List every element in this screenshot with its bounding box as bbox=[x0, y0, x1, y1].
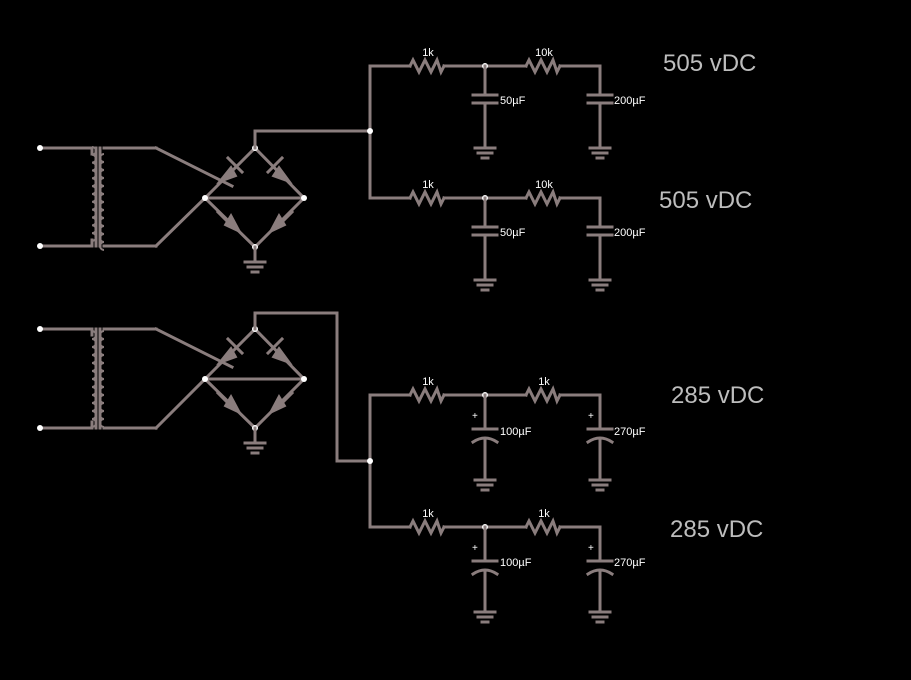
output-voltage-2: 505 vDC bbox=[659, 187, 752, 214]
capacitor-label-c7: 100µF bbox=[500, 557, 532, 569]
dc-bus-2 bbox=[253, 311, 373, 529]
capacitor-label-c5: 100µF bbox=[500, 426, 532, 438]
resistor-label-r3: 1k bbox=[422, 179, 434, 191]
output-voltage-4: 285 vDC bbox=[670, 516, 763, 543]
dc-bus-1 bbox=[253, 64, 373, 200]
bridge-rectifier-2 bbox=[153, 326, 307, 455]
capacitor-label-c1: 50µF bbox=[500, 95, 526, 107]
filter-branch-3 bbox=[368, 387, 614, 492]
resistor-label-r5: 1k bbox=[422, 376, 434, 388]
filter-branch-1 bbox=[368, 58, 614, 160]
capacitor-label-c4: 200µF bbox=[614, 227, 646, 239]
output-voltage-1: 505 vDC bbox=[663, 50, 756, 77]
capacitor-label-c3: 50µF bbox=[500, 227, 526, 239]
resistor-label-r1: 1k bbox=[422, 47, 434, 59]
transformer-1 bbox=[37, 145, 158, 251]
capacitor-label-c8: 270µF bbox=[614, 557, 646, 569]
polarity-mark: + bbox=[472, 411, 478, 422]
bridge-rectifier-1 bbox=[153, 145, 307, 274]
output-voltage-3: 285 vDC bbox=[671, 382, 764, 409]
filter-branch-4 bbox=[368, 519, 614, 624]
polarity-mark: + bbox=[472, 543, 478, 554]
capacitor-label-c6: 270µF bbox=[614, 426, 646, 438]
capacitor-label-c2: 200µF bbox=[614, 95, 646, 107]
resistor-label-r4: 10k bbox=[535, 179, 553, 191]
resistor-label-r7: 1k bbox=[422, 508, 434, 520]
resistor-label-r6: 1k bbox=[538, 376, 550, 388]
polarity-mark: + bbox=[588, 411, 594, 422]
transformer-2 bbox=[37, 326, 158, 431]
resistor-label-r2: 10k bbox=[535, 47, 553, 59]
polarity-mark: + bbox=[588, 543, 594, 554]
filter-branch-2 bbox=[368, 190, 614, 292]
resistor-label-r8: 1k bbox=[538, 508, 550, 520]
